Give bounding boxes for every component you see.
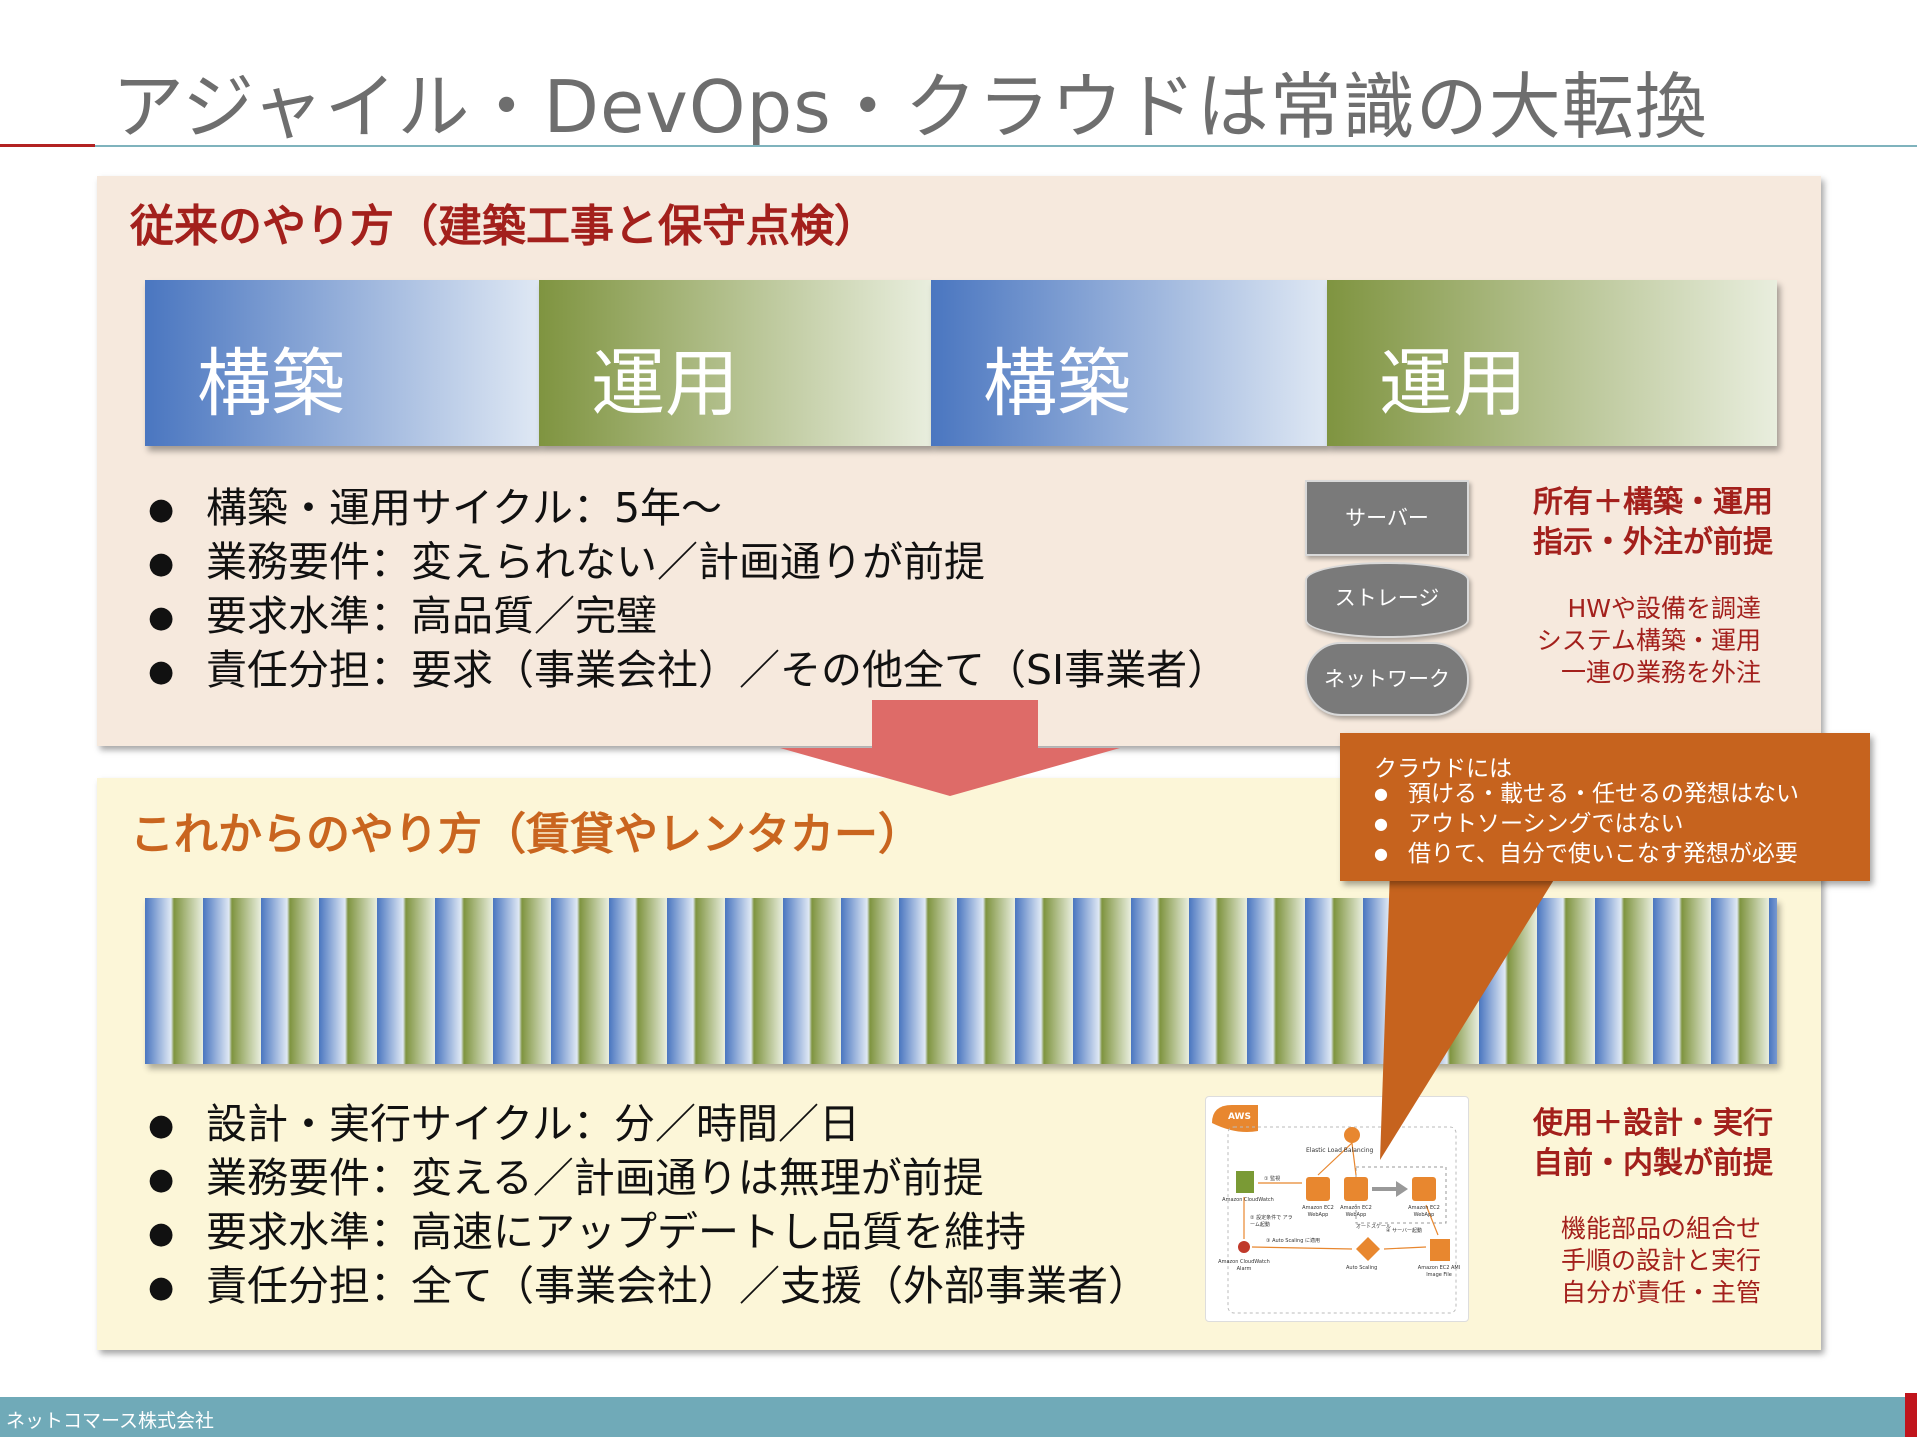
phase-operate-2: 運用: [1327, 280, 1777, 446]
old-way-detail: HWや設備を調達 システム構築・運用 一連の業務を外注: [1537, 593, 1761, 689]
old-way-summary: 所有＋構築・運用 指示・外注が前提: [1533, 483, 1773, 563]
summary-line: 所有＋構築・運用: [1533, 485, 1773, 520]
alarm-label: Amazon CloudWatch Alarm: [1218, 1259, 1270, 1272]
callout-title: クラウドには: [1374, 756, 1512, 782]
new-way-summary: 使用＋設計・実行 自前・内製が前提: [1533, 1104, 1773, 1184]
aws-logo-text: AWS: [1228, 1112, 1251, 1122]
ec2-label: Amazon EC2 WebApp: [1340, 1205, 1372, 1218]
list-item: 業務要件：変えられない／計画通りが前提: [148, 536, 1228, 590]
detail-line: システム構築・運用: [1536, 626, 1761, 655]
detail-line: HWや設備を調達: [1567, 594, 1761, 623]
title-rule-accent: [0, 144, 95, 147]
phase-operate-1: 運用: [539, 280, 931, 446]
new-way-heading: これからのやり方（賃貸やレンタカー）: [130, 809, 922, 860]
phase-label: 運用: [591, 341, 739, 427]
summary-line: 自前・内製が前提: [1533, 1146, 1773, 1181]
monitor-note: ① 監視: [1264, 1176, 1281, 1182]
new-way-bullet-list: 設計・実行サイクル：分／時間／日 業務要件：変える／計画通りは無理が前提 要求水…: [148, 1098, 1149, 1314]
list-item: 要求水準：高品質／完璧: [148, 590, 1228, 644]
list-item: 責任分担：全て（事業会社）／支援（外部事業者）: [148, 1260, 1149, 1314]
aws-architecture-diagram: AWS Elastic Load Balancing Amazon CloudW…: [1205, 1096, 1469, 1322]
new-way-detail: 機能部品の組合せ 手順の設計と実行 自分が責任・主管: [1561, 1213, 1761, 1309]
phase-build-2: 構築: [931, 280, 1327, 446]
autoscale-note: オートスケール: [1356, 1224, 1392, 1230]
phase-label: 構築: [197, 341, 345, 427]
list-item: 要求水準：高速にアップデートし品質を維持: [148, 1206, 1149, 1260]
detail-line: 機能部品の組合せ: [1560, 1214, 1761, 1243]
detail-line: 手順の設計と実行: [1560, 1246, 1761, 1275]
launch-note: ④ サーバー起動: [1386, 1228, 1423, 1234]
ec2-icon: [1412, 1177, 1436, 1201]
detail-line: 一連の業務を外注: [1560, 658, 1761, 687]
callout-pointer: [1380, 870, 1560, 1160]
callout-item: アウトソーシングではない: [1374, 809, 1799, 839]
old-way-bullet-list: 構築・運用サイクル：5年〜 業務要件：変えられない／計画通りが前提 要求水準：高…: [148, 482, 1228, 698]
phase-build-1: 構築: [145, 280, 539, 446]
down-arrow-icon: [780, 700, 1120, 796]
detail-line: 自分が責任・主管: [1560, 1278, 1761, 1307]
cloudwatch-icon: [1236, 1171, 1254, 1193]
footer-accent: [1905, 1393, 1917, 1437]
autoscaling-icon: [1356, 1237, 1380, 1261]
alarm-note: ② 設定条件で アラーム起動: [1250, 1215, 1293, 1228]
list-item: 責任分担：要求（事業会社）／その他全て（SI事業者）: [148, 644, 1228, 698]
footer-bar: [0, 1397, 1917, 1437]
ec2-icon: [1344, 1177, 1368, 1201]
elb-icon: [1344, 1127, 1360, 1143]
autoscaling-label: Auto Scaling: [1346, 1265, 1378, 1271]
slide-title: アジャイル・DevOps・クラウドは常識の大転換: [112, 65, 1708, 149]
aws-logo-icon: [1212, 1105, 1258, 1132]
cloud-callout: クラウドには 預ける・載せる・任せるの発想はない アウトソーシングではない 借り…: [1340, 733, 1870, 881]
ami-icon: [1430, 1239, 1450, 1261]
summary-line: 指示・外注が前提: [1533, 525, 1773, 560]
network-box: ネットワーク: [1305, 642, 1469, 716]
cloudwatch-label: Amazon CloudWatch: [1222, 1197, 1274, 1203]
ec2-icon: [1306, 1177, 1330, 1201]
company-name: ネットコマース株式会社: [6, 1410, 215, 1432]
list-item: 設計・実行サイクル：分／時間／日: [148, 1098, 1149, 1152]
phase-label: 運用: [1379, 341, 1527, 427]
list-item: 業務要件：変える／計画通りは無理が前提: [148, 1152, 1149, 1206]
callout-item: 預ける・載せる・任せるの発想はない: [1374, 779, 1799, 809]
ec2-label: Amazon EC2 WebApp: [1302, 1205, 1334, 1218]
storage-cylinder: ストレージ: [1305, 562, 1469, 638]
ec2-label: Amazon EC2 WebApp: [1408, 1205, 1440, 1218]
apply-note: ③ Auto Scaling に適用: [1266, 1238, 1320, 1244]
callout-list: 預ける・載せる・任せるの発想はない アウトソーシングではない 借りて、自分で使い…: [1374, 779, 1799, 869]
alarm-icon: [1238, 1241, 1250, 1253]
callout-item: 借りて、自分で使いこなす発想が必要: [1374, 839, 1799, 869]
elb-label: Elastic Load Balancing: [1306, 1147, 1374, 1154]
server-box: サーバー: [1305, 480, 1469, 556]
list-item: 構築・運用サイクル：5年〜: [148, 482, 1228, 536]
title-rule: [95, 145, 1917, 147]
summary-line: 使用＋設計・実行: [1533, 1106, 1773, 1141]
old-way-heading: 従来のやり方（建築工事と保守点検）: [130, 201, 878, 252]
phase-label: 構築: [983, 341, 1131, 427]
ami-label: Amazon EC2 AMI Image File: [1417, 1265, 1461, 1278]
